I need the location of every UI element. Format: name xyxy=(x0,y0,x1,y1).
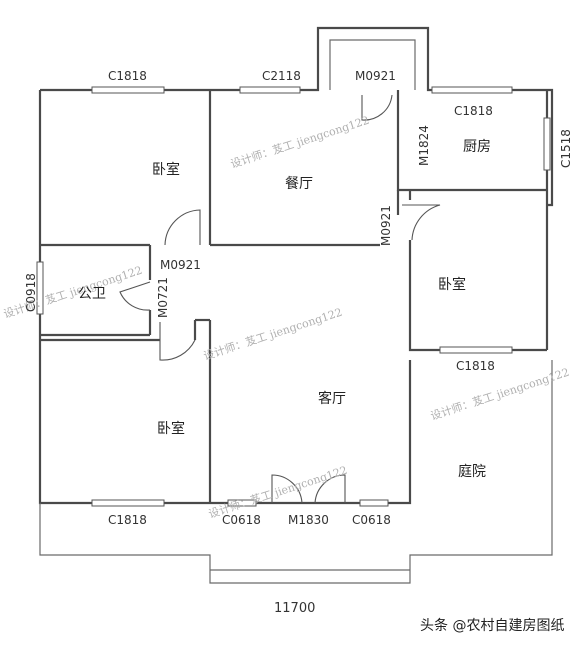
door-m0721 xyxy=(119,281,151,311)
window-c1818-right xyxy=(439,346,513,354)
label-c1518: C1518 xyxy=(559,129,573,168)
door-m1830-right xyxy=(314,474,346,504)
window-c0918 xyxy=(36,261,44,315)
label-m1824: M1824 xyxy=(417,125,431,166)
window-c0618-right xyxy=(359,499,389,507)
window-c1818-top xyxy=(91,86,165,94)
door-m0921-right xyxy=(402,204,441,241)
svg-text:设计师：芨工 jiengcong122: 设计师：芨工 jiengcong122 xyxy=(2,263,144,321)
windows xyxy=(36,86,551,507)
room-bedroom-e: 卧室 xyxy=(438,276,466,293)
dimension-total-width: 11700 xyxy=(274,601,315,616)
room-living: 客厅 xyxy=(318,390,346,407)
door-m0921-bath-top xyxy=(164,209,201,246)
room-bedroom-sw: 卧室 xyxy=(157,420,185,437)
window-c1518 xyxy=(543,117,551,171)
doors xyxy=(119,94,441,504)
svg-text:设计师：芨工 jiengcong122: 设计师：芨工 jiengcong122 xyxy=(229,113,371,171)
label-c0618-left: C0618 xyxy=(222,513,261,527)
door-m1830-left xyxy=(271,474,303,504)
label-c1818-kitchen: C1818 xyxy=(454,104,493,118)
room-dining: 餐厅 xyxy=(285,176,313,192)
label-m0921-bath-top: M0921 xyxy=(160,258,201,272)
room-courtyard: 庭院 xyxy=(458,463,486,480)
room-bathroom: 公卫 xyxy=(78,286,106,302)
door-m0921-bath-bottom xyxy=(159,322,196,361)
room-kitchen: 厨房 xyxy=(463,139,491,155)
label-c1818-top-left: C1818 xyxy=(108,69,147,83)
credit-text: 头条 @农村自建房图纸 xyxy=(420,617,564,634)
label-c0618-right: C0618 xyxy=(352,513,391,527)
door-m0921-top xyxy=(361,94,393,121)
label-c0918: C0918 xyxy=(24,273,38,312)
watermarks: 设计师：芨工 jiengcong122 设计师：芨工 jiengcong122 … xyxy=(2,113,571,521)
label-c1818-bottom-left: C1818 xyxy=(108,513,147,527)
label-c2118: C2118 xyxy=(262,69,301,83)
label-m1830: M1830 xyxy=(288,513,329,527)
label-m0921-top: M0921 xyxy=(355,69,396,83)
svg-text:设计师：芨工 jiengcong122: 设计师：芨工 jiengcong122 xyxy=(429,365,571,423)
label-c1818-right: C1818 xyxy=(456,359,495,373)
svg-text:设计师：芨工 jiengcong122: 设计师：芨工 jiengcong122 xyxy=(202,305,344,363)
room-bedroom-nw: 卧室 xyxy=(152,161,180,178)
window-c1818-bottom xyxy=(91,499,165,507)
window-c2118 xyxy=(239,86,301,94)
window-c0618-left xyxy=(227,499,257,507)
label-m0721: M0721 xyxy=(156,277,170,318)
window-c1818-kitchen xyxy=(431,86,513,94)
label-m0921-right: M0921 xyxy=(379,205,393,246)
